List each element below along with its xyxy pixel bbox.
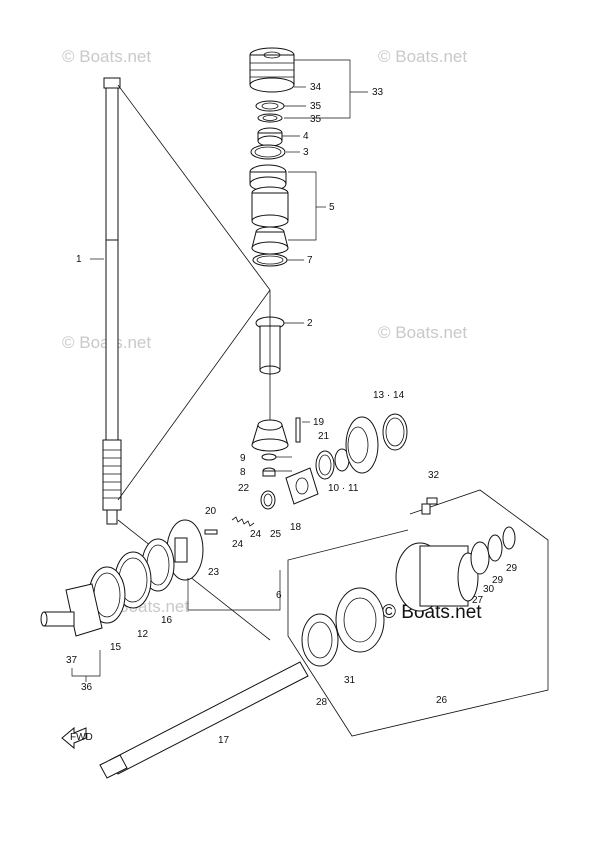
sleeve-5 <box>251 186 289 228</box>
fwd-arrow-icon: FWD <box>61 726 93 750</box>
callout-29b: 29 <box>506 563 518 574</box>
spring-22 <box>231 516 255 527</box>
callout-22: 22 <box>238 483 250 494</box>
callout-4: 4 <box>303 131 309 142</box>
callout-8: 8 <box>240 467 246 478</box>
watermark: © Boats.net <box>62 47 151 66</box>
callout-7: 7 <box>307 255 313 266</box>
callout-24a: 24 <box>232 539 244 550</box>
ring-21 <box>315 450 335 480</box>
bearing-30 <box>470 541 490 575</box>
propeller-shaft-housing-36 <box>40 583 103 637</box>
callout-2: 2 <box>307 318 313 329</box>
callout-15: 15 <box>110 642 122 653</box>
ring-3 <box>250 144 286 160</box>
nut-9 <box>261 453 277 461</box>
callout-34: 34 <box>310 82 322 93</box>
ring-29a <box>487 534 503 562</box>
shim-35 <box>255 100 285 112</box>
reverse-gear <box>166 519 204 581</box>
callout-36: 36 <box>81 682 93 693</box>
forward-gear <box>345 416 379 474</box>
ring-25 <box>260 490 276 510</box>
clutch-dog-18 <box>285 467 319 505</box>
callout-6: 6 <box>276 590 282 601</box>
bearing-housing-27 <box>395 542 479 612</box>
callout-13-14: 13 · 14 <box>373 390 405 401</box>
washer-8 <box>262 467 276 477</box>
bearing-5-upper <box>249 164 287 192</box>
bolt-32 <box>421 497 438 515</box>
callout-5: 5 <box>329 202 335 213</box>
callout-25: 25 <box>270 529 282 540</box>
callout-28: 28 <box>316 697 328 708</box>
watermark: © Boats.net <box>378 323 467 342</box>
callout-16: 16 <box>161 615 173 626</box>
callout-35a: 35 <box>310 101 322 112</box>
callout-10-11: 10 · 11 <box>328 483 359 494</box>
callout-27: 27 <box>472 595 484 606</box>
driveshaft <box>102 77 122 525</box>
callout-18: 18 <box>290 522 302 533</box>
callout-35b: 35 <box>310 114 322 125</box>
bushing-34 <box>249 47 295 93</box>
callout-20: 20 <box>205 506 217 517</box>
callout-1: 1 <box>76 254 82 265</box>
pin-20 <box>204 529 218 535</box>
propeller-shaft <box>99 661 309 779</box>
bearing-5-lower <box>251 226 289 255</box>
callout-32: 32 <box>428 470 440 481</box>
pin-19 <box>295 417 301 443</box>
fwd-label: FWD <box>70 732 93 743</box>
callout-21: 21 <box>318 431 330 442</box>
watermark: © Boats.net <box>378 47 467 66</box>
callout-17: 17 <box>218 735 230 746</box>
callout-9: 9 <box>240 453 246 464</box>
pinion-gear <box>251 419 289 452</box>
callout-19: 19 <box>313 417 325 428</box>
shim-13-14 <box>382 413 408 451</box>
ring-29b <box>502 526 516 550</box>
retainer-31 <box>335 587 385 653</box>
callout-3: 3 <box>303 147 309 158</box>
callout-29a: 29 <box>492 575 504 586</box>
watermark: © Boats.net <box>382 602 482 623</box>
callout-23: 23 <box>208 567 220 578</box>
ring-7 <box>252 253 288 267</box>
callout-12: 12 <box>137 629 149 640</box>
callout-30: 30 <box>483 584 495 595</box>
shim-35b <box>257 113 283 123</box>
seal-28 <box>301 613 339 667</box>
callout-26: 26 <box>436 695 448 706</box>
callout-31: 31 <box>344 675 356 686</box>
callout-33: 33 <box>372 87 384 98</box>
bearing-4 <box>257 127 283 147</box>
callout-37: 37 <box>66 655 78 666</box>
callout-24b: 24 <box>250 529 262 540</box>
